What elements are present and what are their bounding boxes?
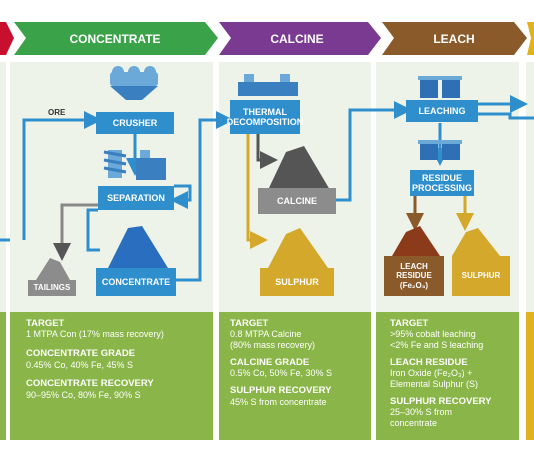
next-panel: [526, 312, 534, 440]
concentrate-panel-text: TARGET 1 MTPA Con (17% mass recovery) CO…: [26, 318, 211, 401]
calcine-recovery-value: 45% S from concentrate: [230, 396, 327, 407]
sulphur-pile: [268, 228, 328, 268]
calcine-grade-heading: CALCINE GRADE: [230, 356, 310, 368]
separation-to-concentrate-line: [86, 208, 100, 252]
concentrate-target-heading: TARGET: [26, 318, 65, 329]
concentrate-recovery-value: 90–95% Co, 80% Fe, 90% S: [26, 389, 141, 400]
leach-header-arrow: [382, 22, 527, 55]
concentrate-header: CONCENTRATE: [69, 32, 161, 46]
concentrate-box: CONCENTRATE: [96, 268, 176, 296]
thermal-to-sulphur-line: [246, 133, 268, 249]
leach-residue-formula: (Fe₂O₃): [399, 280, 429, 290]
flow-diagram: [0, 66, 534, 282]
header-bar: [0, 22, 534, 55]
crusher-graphic: [110, 66, 158, 100]
leach-recovery-heading: SULPHUR RECOVERY: [390, 395, 492, 407]
leaching-tanks-graphic: [418, 76, 462, 98]
concentrate-grade-heading: CONCENTRATE GRADE: [26, 348, 136, 360]
concentrate-grade-value: 0.45% Co, 40% Fe, 45% S: [26, 359, 134, 370]
residue-tanks-graphic: [418, 140, 462, 160]
ore-flow-line: [0, 120, 96, 242]
concentrate-target-value: 1 MTPA Con (17% mass recovery): [26, 329, 164, 340]
concentrate-to-calcine-line: [175, 111, 234, 282]
next-stage-arrow: [527, 22, 534, 55]
leach-recovery-value-2: concentrate: [390, 418, 438, 429]
next-column-bg: [526, 62, 534, 312]
leach-recovery-value-1: 25–30% S from: [390, 407, 453, 418]
calcine-header: CALCINE: [270, 32, 324, 46]
prev-column-bg: [0, 62, 6, 312]
separation-graphic: [103, 150, 166, 180]
leaching-box: LEACHING: [406, 100, 478, 122]
leach-target-value-2: <2% Fe and S leaching: [390, 340, 484, 351]
thermal-graphic: [238, 74, 298, 96]
thermal-to-calcine-line: [256, 133, 278, 169]
leach-residue-pile: [392, 226, 440, 256]
prev-stage-arrow: [0, 22, 14, 55]
leach-panel: [376, 312, 519, 440]
tailings-pile: [36, 258, 70, 280]
leach-header: LEACH: [433, 32, 475, 46]
calcine-to-leach-line: [335, 101, 412, 202]
leach-residue-heading: LEACH RESIDUE: [390, 356, 468, 368]
leach-residue-label: LEACH RESIDUE: [396, 262, 432, 281]
ore-label: ORE: [48, 108, 66, 117]
concentrate-header-arrow: [14, 22, 218, 55]
separation-to-tailings-line: [53, 203, 98, 261]
leach-residue-box: LEACH RESIDUE (Fe₂O₃): [384, 256, 444, 296]
sulphur-box: SULPHUR: [260, 268, 334, 296]
calcine-panel: [219, 312, 371, 440]
calcine-target-heading: TARGET: [230, 318, 269, 329]
concentrate-recovery-heading: CONCENTRATE RECOVERY: [26, 378, 154, 390]
tailings-box: TAILINGS: [28, 280, 76, 296]
leach-target-heading: TARGET: [390, 318, 429, 329]
concentrate-pile: [108, 226, 168, 268]
leach-residue-value-2: Elemental Sulphur (S): [390, 379, 479, 390]
leach-residue-value-1: Iron Oxide (Fe₂O₃) +: [390, 368, 473, 379]
leach-target-value-1: >95% cobalt leaching: [390, 329, 476, 340]
sulphur-box-2: SULPHUR: [452, 256, 510, 296]
sulphur-pile-2: [452, 228, 500, 256]
separation-box: SEPARATION: [98, 186, 174, 210]
separation-recycle-line: [170, 184, 192, 209]
leaching-output-line-2: [478, 112, 534, 120]
calcine-grade-value: 0.5% Co, 50% Fe, 30% S: [230, 368, 333, 379]
calcine-target-value-2: (80% mass recovery): [230, 340, 316, 351]
calcine-panel-text: TARGET 0.8 MTPA Calcine (80% mass recove…: [230, 318, 370, 407]
thermal-decomposition-box: THERMAL DECOMPOSITION: [227, 100, 303, 134]
leach-panel-text: TARGET >95% cobalt leaching <2% Fe and S…: [390, 318, 518, 429]
calcine-recovery-heading: SULPHUR RECOVERY: [230, 385, 332, 397]
calcine-box: CALCINE: [258, 188, 336, 214]
residue-processing-box: RESIDUE PROCESSING: [410, 170, 474, 196]
concentrate-panel: [10, 312, 213, 440]
crusher-box: CRUSHER: [96, 112, 174, 134]
calcine-pile: [268, 146, 330, 190]
calcine-target-value-1: 0.8 MTPA Calcine: [230, 329, 302, 340]
prev-panel: [0, 312, 6, 440]
calcine-header-arrow: [219, 22, 381, 55]
